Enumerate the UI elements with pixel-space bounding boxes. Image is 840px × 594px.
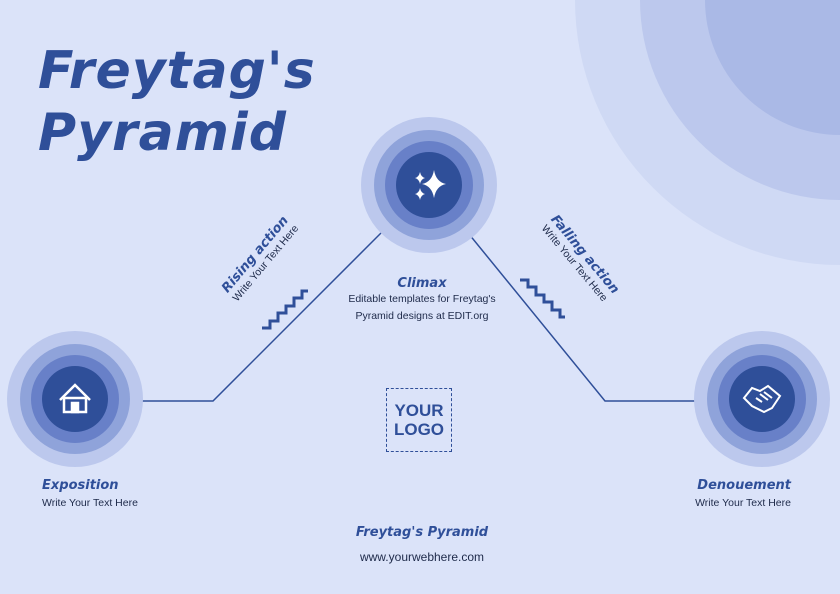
logo-line-1: YOUR	[394, 401, 444, 420]
rising-stairs-icon	[262, 289, 308, 330]
climax-node	[361, 117, 497, 253]
exposition-text: Write Your Text Here	[42, 497, 138, 509]
house-icon	[59, 383, 91, 414]
title-line-1: Freytag's	[38, 41, 316, 101]
falling-stairs-icon	[520, 278, 565, 319]
page-title: Freytag's Pyramid	[38, 40, 316, 164]
denouement-node	[694, 331, 830, 467]
exposition-title: Exposition	[42, 478, 119, 493]
handshake-icon	[742, 384, 782, 414]
climax-line-2: Pyramid designs at EDIT.org	[355, 310, 489, 322]
sparkle-icon	[415, 170, 446, 200]
footer-title: Freytag's Pyramid	[355, 525, 489, 540]
denouement-title: Denouement	[697, 478, 791, 493]
denouement-text: Write Your Text Here	[695, 497, 791, 509]
logo-line-2: LOGO	[393, 420, 445, 439]
title-line-2: Pyramid	[38, 103, 287, 163]
climax-line-1: Editable templates for Freytag's	[348, 293, 496, 305]
climax-text-block: Climax Editable templates for Freytag's …	[322, 276, 522, 325]
footer-url[interactable]: www.yourwebhere.com	[359, 550, 485, 564]
corner-decoration	[575, 0, 840, 265]
logo-placeholder[interactable]: YOUR LOGO	[386, 388, 452, 452]
climax-title: Climax	[397, 276, 447, 291]
exposition-node	[7, 331, 143, 467]
exposition-text-block: Exposition Write Your Text Here	[42, 478, 138, 509]
denouement-text-block: Denouement Write Your Text Here	[650, 478, 791, 509]
